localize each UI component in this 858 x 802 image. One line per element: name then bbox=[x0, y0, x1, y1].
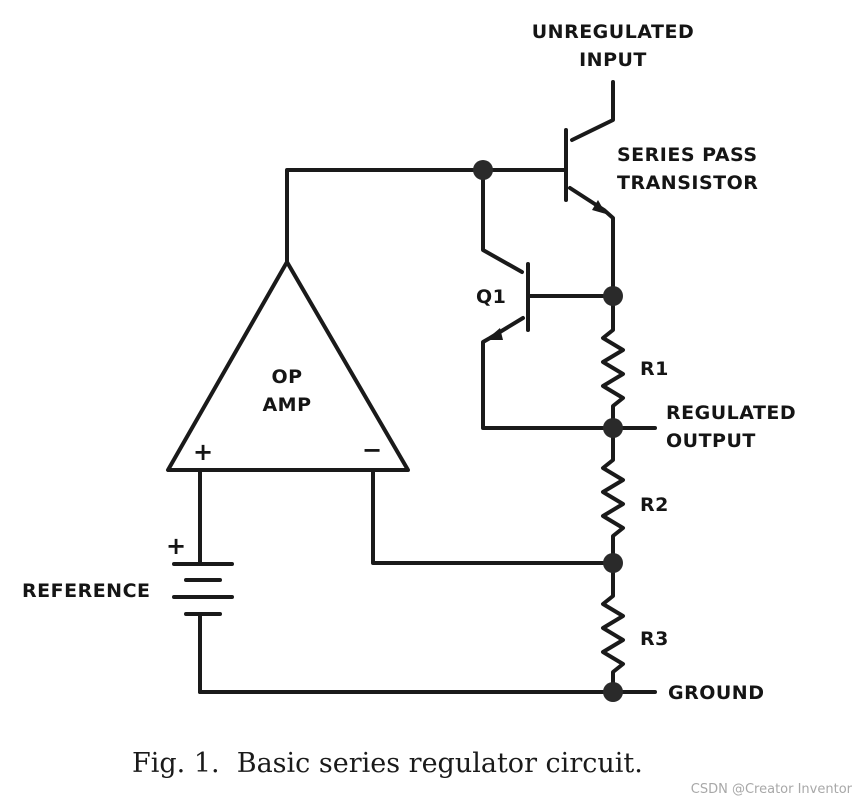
r1-resistor bbox=[601, 294, 625, 430]
q1-collector bbox=[481, 168, 524, 274]
reference-plus-label: + bbox=[166, 532, 186, 560]
series-pass-label-1: SERIES PASS bbox=[617, 144, 758, 166]
series-pass-label-2: TRANSISTOR bbox=[617, 172, 758, 194]
r1-label: R1 bbox=[640, 358, 669, 380]
ground-label: GROUND bbox=[668, 682, 764, 704]
junction-base-node bbox=[473, 160, 493, 180]
r3-label: R3 bbox=[640, 628, 669, 650]
feedback-wire bbox=[371, 468, 615, 565]
op-amp-plus-label: + bbox=[193, 438, 213, 466]
input-lead bbox=[570, 80, 615, 142]
figure-caption: Fig. 1. Basic series regulator circuit. bbox=[132, 748, 643, 779]
q1-emitter-arrow bbox=[486, 328, 503, 340]
op-amp-label-1: OP bbox=[271, 366, 302, 388]
series-pass-emitter-arrow bbox=[592, 200, 606, 214]
unregulated-input-label-2: INPUT bbox=[579, 49, 647, 71]
reference-label: REFERENCE bbox=[22, 580, 151, 602]
junction-ground-node bbox=[603, 682, 623, 702]
r2-resistor bbox=[601, 426, 625, 565]
base-drive-wire bbox=[285, 168, 568, 264]
q1-emitter bbox=[481, 316, 615, 430]
watermark: CSDN @Creator Inventor bbox=[691, 782, 853, 797]
op-amp-minus-label: − bbox=[362, 436, 382, 464]
junction-feedback-node bbox=[603, 553, 623, 573]
q1-label: Q1 bbox=[476, 286, 506, 308]
regulated-output-label-1: REGULATED bbox=[666, 402, 796, 424]
r3-resistor bbox=[601, 561, 625, 694]
regulated-output-label-2: OUTPUT bbox=[666, 430, 756, 452]
op-amp-label-2: AMP bbox=[262, 394, 311, 416]
op-amp-triangle bbox=[166, 260, 410, 472]
unregulated-input-label-1: UNREGULATED bbox=[532, 21, 695, 43]
series-pass-emitter bbox=[568, 186, 615, 298]
junction-emitter-node bbox=[603, 286, 623, 306]
r2-label: R2 bbox=[640, 494, 669, 516]
junction-output-node bbox=[603, 418, 623, 438]
